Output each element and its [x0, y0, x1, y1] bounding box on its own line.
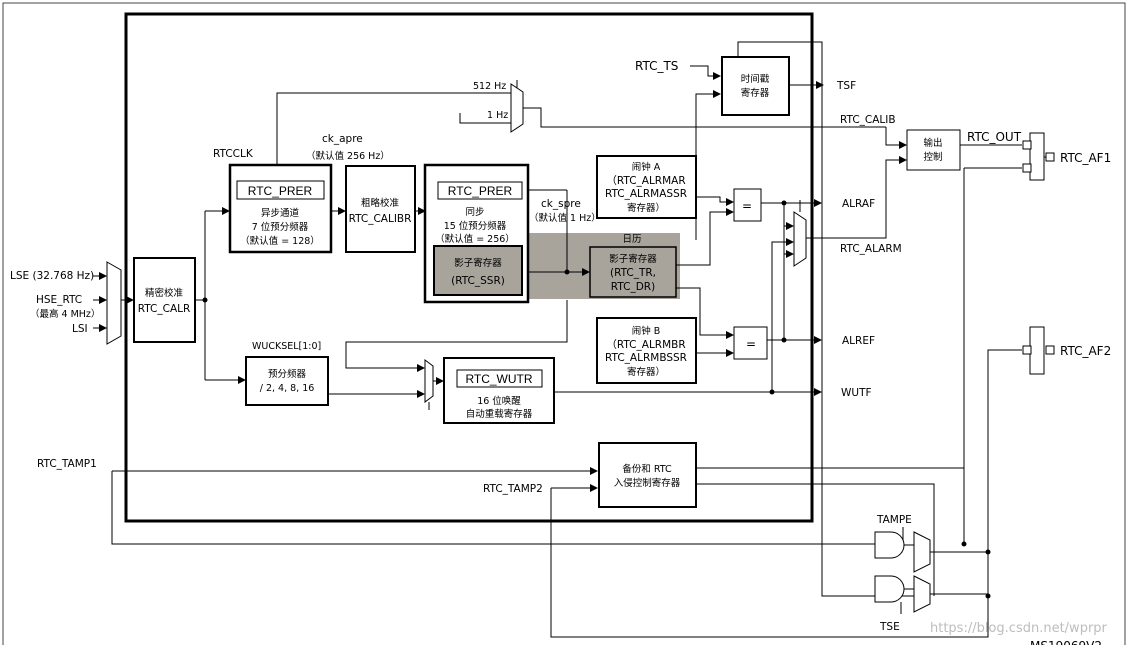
- smooth-cal-label: 精密校准: [145, 287, 184, 299]
- wakeup-mux: [424, 359, 434, 403]
- alarm-b-1: 闹钟 B: [632, 325, 661, 337]
- hse-rtc-label: HSE_RTC: [36, 294, 82, 306]
- async-prescaler-box: RTC_PRER 异步通道 7 位预分频器 （默认值 = 128）: [228, 163, 333, 254]
- wutr-2: 自动重载寄存器: [466, 408, 533, 420]
- backup-tamper-box: 备份和 RTC 入侵控制寄存器: [598, 442, 697, 508]
- alarm-b-box: 闹钟 B （RTC_ALRMBR RTC_ALRMBSSR 寄存器）: [596, 317, 697, 384]
- alarm-a-1: 闹钟 A: [632, 161, 661, 173]
- equals-b: =: [746, 337, 756, 351]
- rtc-tamp1-label: RTC_TAMP1: [37, 458, 97, 470]
- clock-source-mux: [106, 261, 122, 345]
- equals-a: =: [742, 199, 752, 213]
- shadow-cal-3: RTC_DR): [611, 281, 655, 293]
- coarse-cal-2: RTC_CALIBR: [349, 213, 412, 225]
- rtc-calib-label: RTC_CALIB: [840, 114, 896, 126]
- wutf-label: WUTF: [841, 387, 872, 399]
- ts-register-1: 时间戳: [741, 73, 770, 85]
- alarm-output-mux: [793, 211, 807, 267]
- tse-label: TSE: [879, 621, 900, 633]
- prer-async-3: （默认值 = 128）: [240, 235, 320, 247]
- prer-sync-1: 同步: [465, 207, 484, 218]
- alarm-b-2: （RTC_ALRMBR: [606, 339, 685, 351]
- rtc-af1-pad: RTC_AF1: [1022, 132, 1111, 181]
- presc-2: / 2, 4, 8, 16: [260, 383, 315, 394]
- input-clocks: LSE (32.768 Hz) HSE_RTC （最高 4 MHz） LSI: [10, 261, 134, 345]
- coarse-calibration-box: 粗略校准 RTC_CALIBR: [345, 165, 416, 253]
- rtc-out-label: RTC_OUT: [967, 130, 1022, 144]
- calendar-shadow-box: 日历 影子寄存器 (RTC_TR, RTC_DR): [589, 234, 677, 298]
- ck-apre-label: ck_apre: [322, 133, 363, 145]
- presc-1: 预分频器: [268, 368, 307, 380]
- backup-1: 备份和 RTC: [622, 463, 672, 475]
- shadow-ssr-2: (RTC_SSR): [451, 275, 505, 287]
- calib-mux: [510, 83, 524, 133]
- tamper-mux-1: [913, 531, 931, 573]
- tamper-and-gate-2: [874, 575, 905, 603]
- shadow-ssr-1: 影子寄存器: [454, 257, 502, 269]
- rtcclk-label: RTCCLK: [213, 148, 254, 160]
- figure-id: MS19069V2: [1030, 639, 1102, 645]
- watermark: https://blog.csdn.net/wprpr: [930, 621, 1108, 636]
- output-control-box: 输出 控制: [906, 129, 961, 171]
- prer-sync-3: （默认值 = 256）: [435, 233, 515, 245]
- rtc-tamp2-label: RTC_TAMP2: [483, 483, 543, 495]
- hz1-label: 1 Hz: [487, 110, 508, 121]
- wutr-reg: RTC_WUTR: [465, 372, 532, 386]
- output-ctrl-2: 控制: [923, 151, 942, 163]
- equals-a-box: [733, 188, 762, 222]
- alarm-a-box: 闹钟 A （RTC_ALRMAR RTC_ALRMASSR 寄存器）: [596, 155, 697, 219]
- rtc-af1-label: RTC_AF1: [1060, 151, 1111, 165]
- lsi-label: LSI: [72, 323, 88, 335]
- prer-sync-2: 15 位预分频器: [444, 220, 507, 232]
- alarm-b-4: 寄存器）: [627, 366, 665, 378]
- shadow-cal-1: 影子寄存器: [609, 253, 657, 265]
- rtc-main-block: [124, 12, 814, 523]
- tamper-and-gate-1: [874, 531, 905, 559]
- calendar-label: 日历: [622, 234, 641, 245]
- prer-async-reg: RTC_PRER: [248, 184, 313, 198]
- rtc-alarm-label: RTC_ALARM: [840, 243, 902, 255]
- tamper-mux-2: [913, 575, 931, 613]
- ck-apre-default: （默认值 256 Hz）: [306, 150, 390, 162]
- backup-2: 入侵控制寄存器: [614, 477, 681, 489]
- alref-label: ALREF: [842, 335, 875, 347]
- output-ctrl-1: 输出: [923, 137, 942, 149]
- prer-sync-reg: RTC_PRER: [448, 184, 513, 198]
- prer-async-1: 异步通道: [261, 207, 300, 219]
- wakeup-prescaler-box: 预分频器 / 2, 4, 8, 16: [245, 356, 329, 406]
- prer-async-2: 7 位预分频器: [252, 221, 309, 233]
- shadow-cal-2: (RTC_TR,: [610, 267, 656, 279]
- alarm-a-3: RTC_ALRMASSR: [605, 188, 687, 200]
- smooth-calibration-box: 精密校准 RTC_CALR: [133, 257, 196, 343]
- rtc-af2-pad: RTC_AF2: [1022, 326, 1111, 375]
- ts-register-2: 寄存器: [741, 87, 770, 99]
- alraf-label: ALRAF: [842, 198, 875, 210]
- hz512-label: 512 Hz: [473, 81, 506, 92]
- timestamp-box: 时间戳 寄存器: [721, 56, 790, 116]
- alarm-b-3: RTC_ALRMBSSR: [605, 352, 687, 364]
- ck-spre-default: （默认值 1 Hz）: [529, 212, 601, 224]
- rtc-af2-label: RTC_AF2: [1060, 344, 1111, 358]
- rtc-ts-label: RTC_TS: [635, 59, 678, 73]
- ck-spre-label: ck_spre: [541, 198, 581, 210]
- hse-max-label: （最高 4 MHz）: [30, 308, 100, 320]
- tampe-label: TAMPE: [876, 514, 912, 526]
- lse-label: LSE (32.768 Hz): [10, 270, 94, 282]
- wucksel-label: WUCKSEL[1:0]: [252, 341, 321, 352]
- sync-prescaler-box: RTC_PRER 同步 15 位预分频器 （默认值 = 256） 影子寄存器 (…: [423, 163, 530, 304]
- rtc-calr-label: RTC_CALR: [138, 303, 191, 315]
- coarse-cal-1: 粗略校准: [361, 197, 400, 209]
- wutr-1: 16 位唤醒: [477, 395, 521, 407]
- tsf-label: TSF: [836, 80, 856, 92]
- wutr-box: RTC_WUTR 16 位唤醒 自动重载寄存器: [443, 357, 555, 424]
- alarm-a-4: 寄存器）: [627, 202, 665, 214]
- equals-b-box: [733, 326, 768, 360]
- alarm-a-2: （RTC_ALRMAR: [606, 175, 685, 187]
